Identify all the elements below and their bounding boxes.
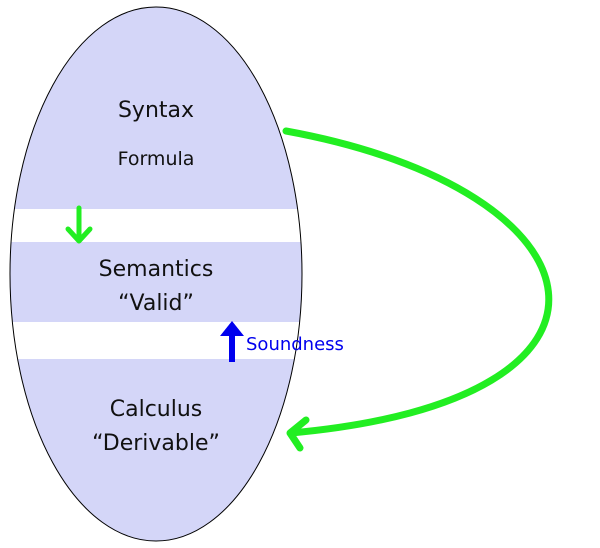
calculus-title: Calculus bbox=[110, 397, 203, 422]
separator-band-lower bbox=[10, 322, 302, 359]
ellipse-outline bbox=[9, 6, 303, 542]
calculus-subtitle: “Derivable” bbox=[92, 431, 220, 456]
soundness-arrow-head bbox=[220, 321, 244, 336]
green-down-arrow-head bbox=[65, 226, 93, 244]
semantics-region: Semantics “Valid” bbox=[99, 257, 214, 316]
green-curved-arrow bbox=[282, 127, 553, 452]
syntax-title: Syntax bbox=[118, 98, 194, 123]
soundness-label: Soundness bbox=[246, 334, 344, 355]
green-curved-arrow-head bbox=[286, 416, 310, 452]
semantics-title: Semantics bbox=[99, 257, 214, 282]
syntax-subtitle: Formula bbox=[118, 148, 195, 170]
ellipse-shape bbox=[9, 6, 303, 542]
calculus-region: Calculus “Derivable” bbox=[92, 397, 220, 456]
separator-band-upper bbox=[10, 209, 302, 242]
semantics-subtitle: “Valid” bbox=[118, 291, 194, 316]
green-down-arrow bbox=[65, 205, 93, 244]
soundness-arrow: Soundness bbox=[220, 321, 344, 362]
ellipse-fill bbox=[10, 7, 302, 541]
syntax-region: Syntax Formula bbox=[118, 98, 195, 170]
green-curved-arrow-path bbox=[282, 127, 553, 437]
